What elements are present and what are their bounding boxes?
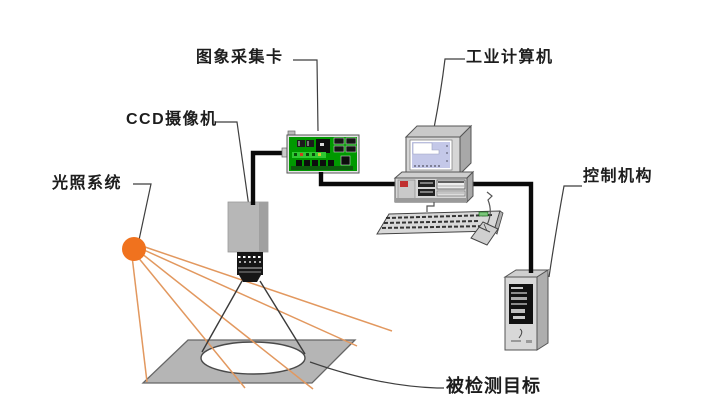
- leader-industrial-computer: [433, 58, 465, 129]
- control-tower-icon: [503, 269, 550, 351]
- monitor: [404, 124, 473, 176]
- leader-lines: [133, 58, 582, 389]
- industrial-computer-icon: [376, 124, 504, 246]
- leader-capture-card: [293, 59, 319, 132]
- computer-case: [393, 170, 475, 204]
- label-capture-card: 图象采集卡: [196, 49, 284, 66]
- case-red-badge: [400, 181, 408, 187]
- cable-camera-to-card: [250, 150, 287, 205]
- ccd-camera-icon: [227, 201, 269, 282]
- light-rays: [131, 246, 393, 390]
- illumination-spot: [200, 341, 306, 375]
- label-ccd-camera: CCD摄像机: [126, 111, 218, 128]
- mouse: [470, 191, 499, 246]
- leader-ccd-camera: [215, 121, 251, 215]
- label-industrial-computer: 工业计算机: [466, 49, 554, 66]
- mouse-cable: [486, 191, 493, 226]
- leader-lighting-system: [133, 183, 152, 241]
- keyboard-cable: [426, 202, 435, 212]
- keyboard-led: [478, 211, 489, 217]
- label-control-mechanism: 控制机构: [583, 168, 654, 185]
- leader-target: [309, 361, 444, 389]
- target-plate-icon: [141, 339, 357, 384]
- leader-control-mechanism: [548, 185, 582, 278]
- light-source-icon: [122, 237, 146, 261]
- camera-view-cone: [201, 280, 306, 355]
- image-capture-card-icon: [281, 130, 360, 174]
- label-target: 被检测目标: [446, 376, 541, 396]
- label-lighting-system: 光照系统: [52, 175, 123, 192]
